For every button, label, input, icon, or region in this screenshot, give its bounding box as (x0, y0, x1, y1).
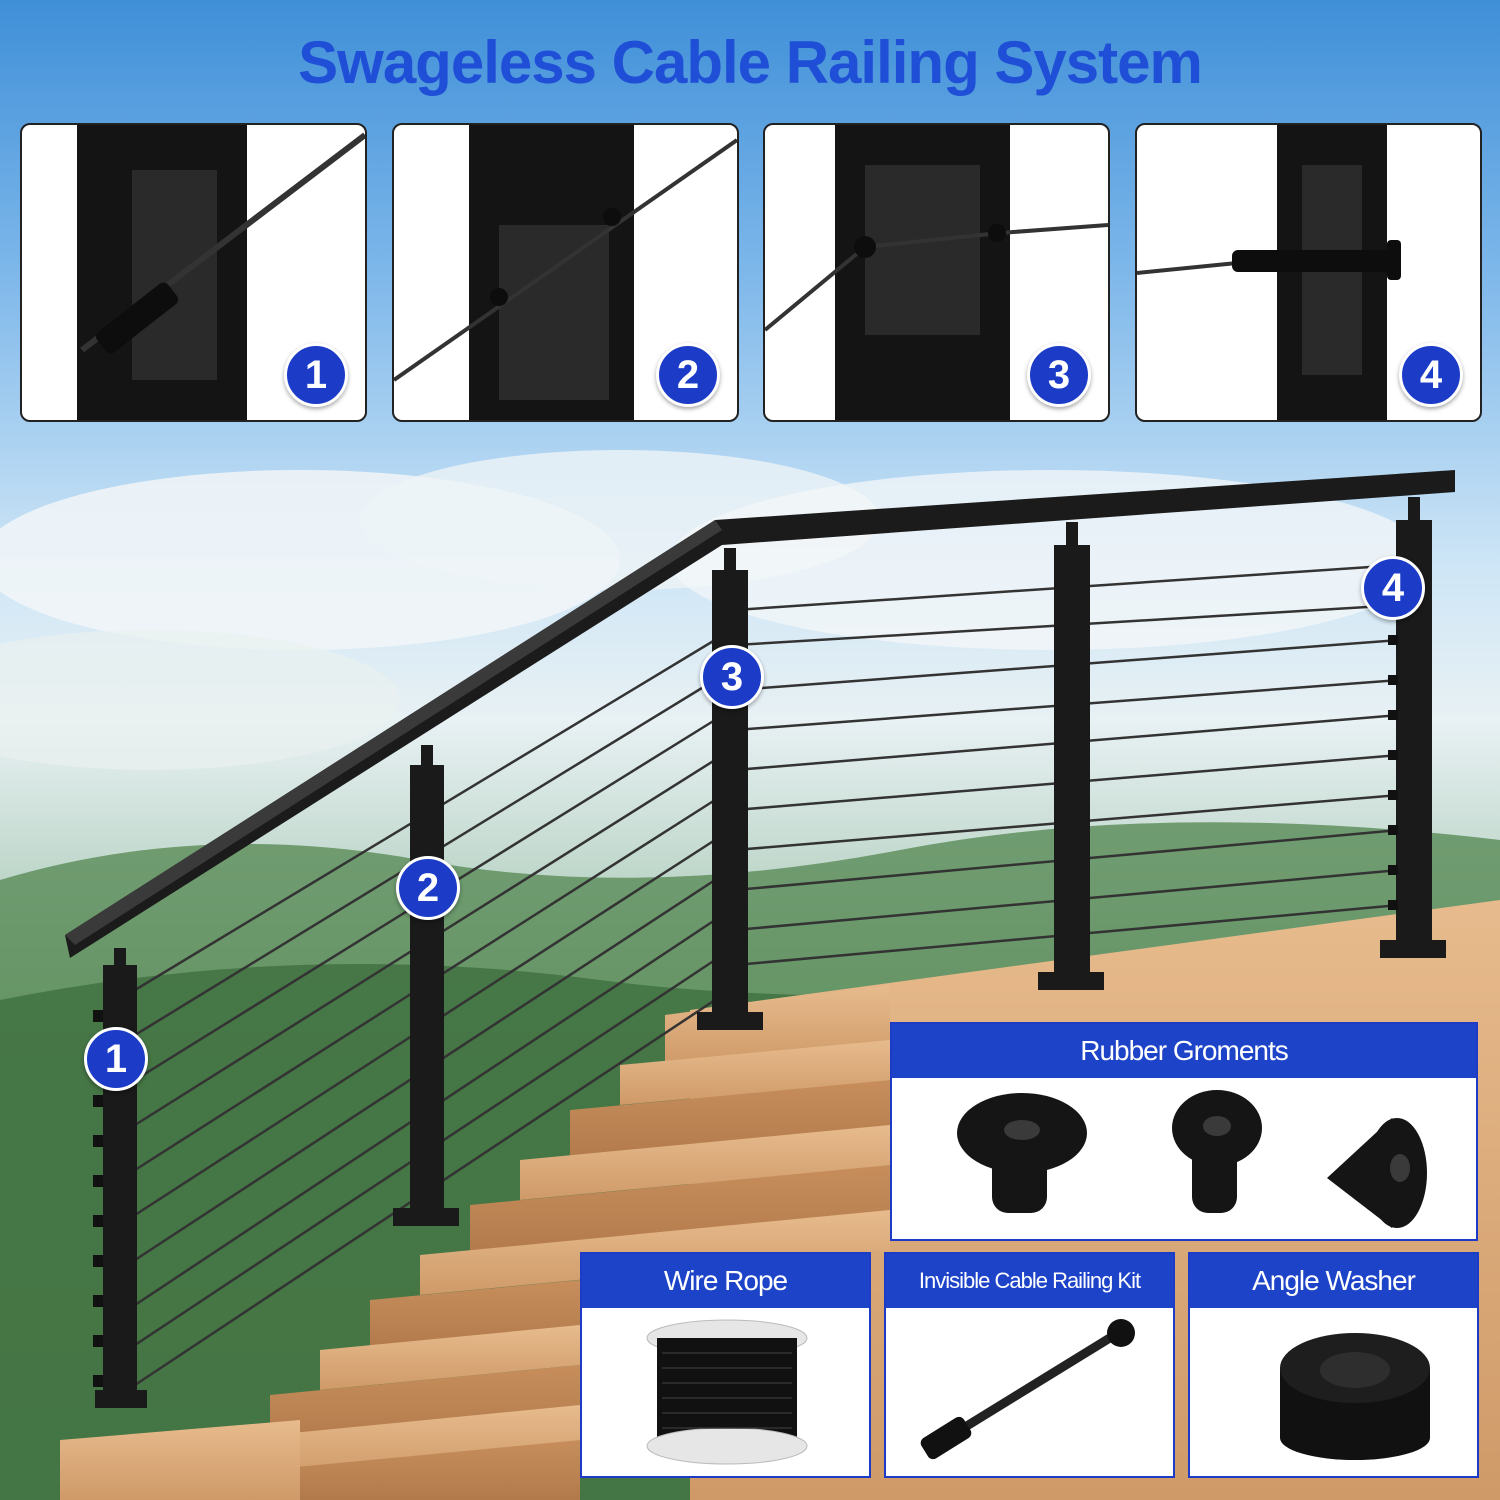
part-label: Angle Washer (1190, 1254, 1477, 1308)
part-label: Invisible Cable Railing Kit (886, 1254, 1173, 1308)
post-marker-2: 2 (396, 856, 460, 920)
panel-number-badge: 4 (1399, 343, 1463, 407)
detail-panel-4: 4 (1135, 123, 1482, 422)
panel-number-badge: 1 (284, 343, 348, 407)
page-title: Swageless Cable Railing System (298, 29, 1203, 96)
post-marker-4: 4 (1361, 556, 1425, 620)
pass-through-post-illustration (394, 125, 737, 420)
detail-panel-3: 3 (763, 123, 1110, 422)
part-card-rubber-grommets: Rubber Groments (890, 1022, 1478, 1241)
terminal-post-illustration (1137, 125, 1401, 420)
post-marker-1: 1 (84, 1027, 148, 1091)
post-marker-3: 3 (700, 645, 764, 709)
part-card-cable-kit: Invisible Cable Railing Kit (884, 1252, 1175, 1478)
part-card-angle-washer: Angle Washer (1188, 1252, 1479, 1478)
detail-panel-2: 2 (392, 123, 739, 422)
angle-transition-post-illustration (765, 125, 1108, 420)
cable-tensioner-icon (920, 1319, 1135, 1460)
panel-number-badge: 2 (656, 343, 720, 407)
part-card-wire-rope: Wire Rope (580, 1252, 871, 1478)
rubber-grommet-icons (957, 1090, 1427, 1228)
part-label: Wire Rope (582, 1254, 869, 1308)
detail-panel-1: 1 (20, 123, 367, 422)
panel-number-badge: 3 (1027, 343, 1091, 407)
post-end-fitting-illustration (77, 125, 365, 420)
wire-rope-spool-icon (646, 1319, 808, 1465)
angle-washer-icon (1280, 1333, 1430, 1460)
part-label: Rubber Groments (892, 1024, 1476, 1078)
